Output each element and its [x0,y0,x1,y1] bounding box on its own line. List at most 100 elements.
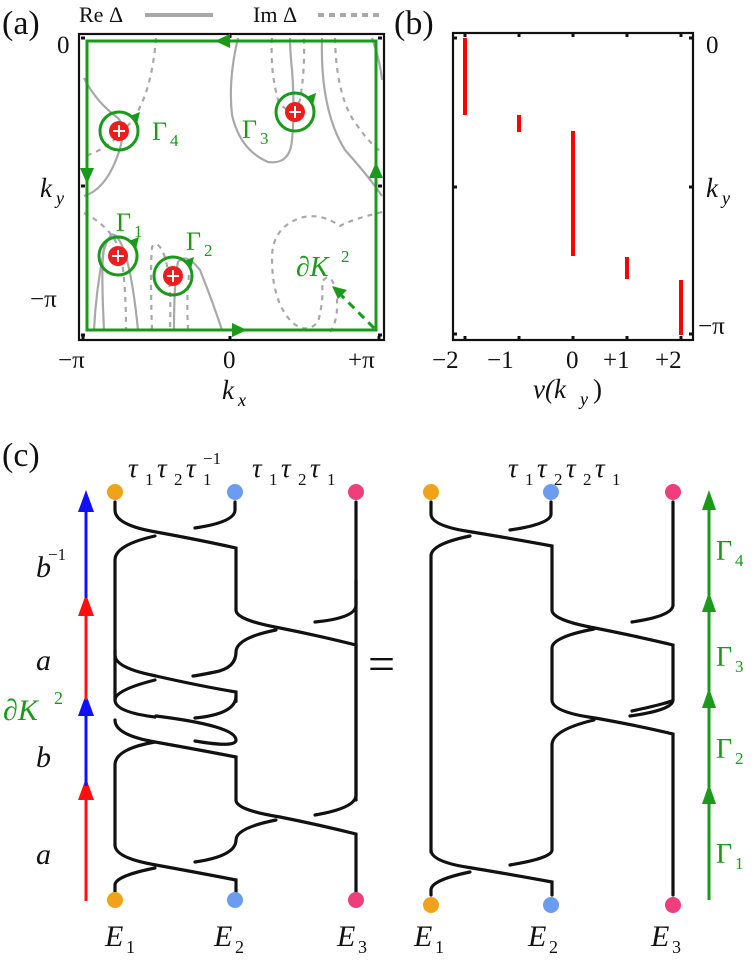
svg-text:Γ: Γ [242,115,257,144]
segment-v-neg1 [517,115,521,132]
svg-text:2: 2 [341,247,350,266]
x-tick-pos1-b: +1 [603,347,630,374]
svg-text:2: 2 [583,470,592,489]
svg-text:2: 2 [554,470,563,489]
braid-left [113,500,358,897]
plus-icon [113,125,125,137]
svg-text:τ: τ [128,453,139,483]
svg-text:E: E [104,920,123,953]
arrow-up-green-icon [702,688,716,708]
svg-text:3: 3 [735,657,744,676]
svg-text:4: 4 [735,551,744,570]
x-tick-neg-pi-a: −π [58,347,85,374]
arrow-up-blue-icon [78,694,94,716]
segment-v-neg2 [463,38,467,115]
svg-text:3: 3 [358,937,367,957]
arrow-up-red-icon [78,594,94,616]
y-axis-label-a: k y [40,173,64,208]
svg-text:τ: τ [566,453,577,483]
dot-e1-bottom-right [423,897,439,913]
svg-text:2: 2 [735,749,744,768]
svg-text:y: y [720,188,730,208]
svg-text:1: 1 [269,470,278,489]
x-tick-neg1-b: −1 [487,347,514,374]
dot-e3-top-right [665,484,681,500]
arrow-up-green-icon [702,784,716,804]
svg-text:−1: −1 [203,449,221,468]
dot-e1-top-left [107,484,123,500]
exceptional-point-gamma3: Γ 3 [242,91,316,148]
energy-labels-right: E 1 E 2 E 3 [413,920,681,957]
x-axis-label-b: v(k y ) [533,374,602,409]
svg-text:1: 1 [126,937,135,957]
svg-text:k: k [40,173,53,203]
x-tick-neg2-b: −2 [432,347,459,374]
gamma-path-arrows [702,490,716,900]
svg-text:2: 2 [235,937,244,957]
left-path-arrows [78,490,94,901]
arrow-up-blue-icon [78,490,94,512]
dot-e1-top-right [423,484,439,500]
svg-text:2: 2 [54,688,63,708]
braid-word-right: τ 1 τ 2 τ 2 τ 1 [508,453,621,489]
svg-text:τ: τ [310,453,321,483]
segment-v-pos2 [679,280,683,335]
panel-c-label: (c) [2,437,40,474]
arrow-down-icon [80,168,94,184]
svg-text:τ: τ [281,453,292,483]
plus-icon [289,106,301,118]
exceptional-point-gamma1: Γ 1 [97,208,143,277]
svg-text:1: 1 [612,470,621,489]
arrow-up-green-icon [702,490,716,510]
x-axis-label-a: k x [222,375,246,410]
boundary-label-dK2: ∂K 2 [296,247,350,283]
plus-icon [112,250,124,262]
svg-text:Γ: Γ [186,227,201,256]
svg-text:1: 1 [525,470,534,489]
svg-text:E: E [413,920,432,953]
svg-text:4: 4 [170,131,179,150]
svg-text:1: 1 [435,937,444,957]
svg-text:∂K: ∂K [296,252,330,283]
gamma-label-2: Γ 2 [716,734,744,768]
exceptional-point-gamma2: Γ 2 [152,227,213,297]
arrow-label-b: b [36,741,51,774]
svg-text:b: b [36,551,51,584]
y-tick-0-a: 0 [57,32,70,59]
dot-e2-top-left [227,484,243,500]
svg-text:Γ: Γ [116,208,131,237]
winding-segments [463,38,683,335]
svg-text:∂K: ∂K [3,694,40,727]
arrow-right-icon [232,323,247,337]
svg-text:τ: τ [595,453,606,483]
svg-text:y: y [54,188,64,208]
svg-text:τ: τ [186,453,197,483]
re-delta-contours [83,37,384,331]
y-tick-0-b: 0 [706,32,719,59]
dot-e3-bottom-left [348,892,364,908]
svg-text:2: 2 [204,241,213,260]
panel-a: (a) Re Δ Im Δ [2,2,386,410]
svg-text:1: 1 [145,470,154,489]
legend-im-label: Im Δ [253,2,297,27]
svg-text:k: k [222,375,235,405]
y-axis-label-b: k y [706,173,730,208]
svg-text:1: 1 [327,470,336,489]
svg-text:E: E [527,920,546,953]
arrow-label-b-inverse: b −1 [36,545,66,584]
svg-text:y: y [578,389,588,409]
svg-text:τ: τ [157,453,168,483]
x-tick-0-b: 0 [566,347,579,374]
plus-icon [167,270,179,282]
svg-text:3: 3 [260,129,269,148]
segment-v-0 [571,131,575,256]
arrow-label-a-lower: a [36,838,51,871]
arrow-up-red-icon [78,778,94,800]
svg-text:1: 1 [735,854,744,873]
svg-text:1: 1 [203,470,212,489]
y-tick-neg-pi-a: −π [30,286,57,313]
svg-text:): ) [593,374,602,404]
svg-text:2: 2 [549,937,558,957]
panel-c: (c) τ 1 τ 2 τ 1 −1 τ 1 τ 2 τ 1 τ 1 τ 2 τ… [2,437,744,957]
